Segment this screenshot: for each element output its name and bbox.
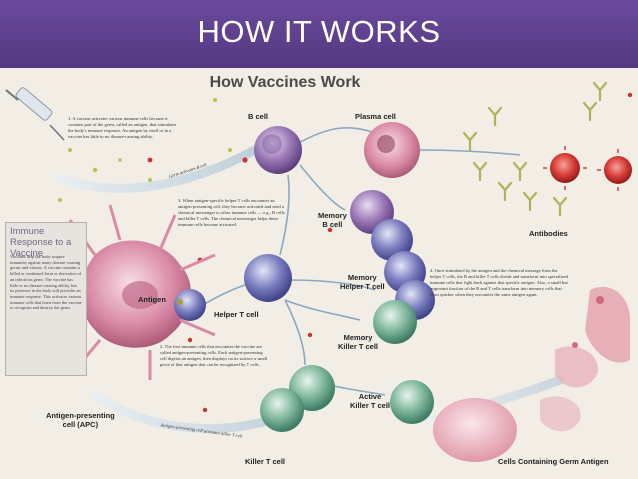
antigen-particles bbox=[58, 98, 232, 202]
apc-cell bbox=[59, 204, 216, 380]
antibody-icons bbox=[462, 81, 608, 217]
plasma-cell-label: Plasma cell bbox=[355, 112, 396, 121]
memory-killer-t-cells bbox=[373, 300, 417, 344]
antigen-label: Antigen bbox=[138, 295, 166, 304]
b-cell-label: B cell bbox=[248, 112, 269, 121]
title-bar bbox=[0, 0, 638, 68]
plasma-cell bbox=[364, 122, 420, 178]
panel-body: Vaccines help the body acquire immunity … bbox=[10, 254, 82, 311]
immune-response-panel: Immune Response to a Vaccine Vaccines he… bbox=[5, 222, 87, 376]
killer-t-cells bbox=[260, 365, 335, 432]
helper-t-cell bbox=[244, 254, 292, 302]
apc-t-cell-contact bbox=[174, 289, 206, 321]
killer-t-label: Killer T cell bbox=[245, 457, 286, 466]
poster-title: How Vaccines Work bbox=[209, 74, 361, 91]
step-2-note: 2. The first immune cells that encounter… bbox=[160, 344, 268, 367]
small-arrows bbox=[194, 126, 521, 396]
slide-title: HOW IT WORKS bbox=[197, 14, 441, 49]
step-1-note: 1. A vaccine activates various immune ce… bbox=[68, 116, 177, 139]
syringe-icon bbox=[5, 87, 65, 141]
virus-icons bbox=[543, 146, 632, 191]
step-3-note: 3. When antigen-specific helper T cells … bbox=[178, 198, 285, 227]
memory-b-cells bbox=[350, 190, 413, 261]
helper-t-label: Helper T cell bbox=[214, 310, 259, 319]
antibodies-label: Antibodies bbox=[529, 229, 568, 238]
germ-cells bbox=[433, 286, 630, 462]
panel-title: Immune Response to a Vaccine bbox=[10, 226, 72, 259]
germ-cells-label: Cells Containing Germ Antigen bbox=[498, 457, 609, 466]
active-killer-t-cell bbox=[390, 380, 434, 424]
b-cell bbox=[254, 126, 302, 174]
step-4-note: 4. Once stimulated by the antigen and th… bbox=[430, 268, 569, 297]
